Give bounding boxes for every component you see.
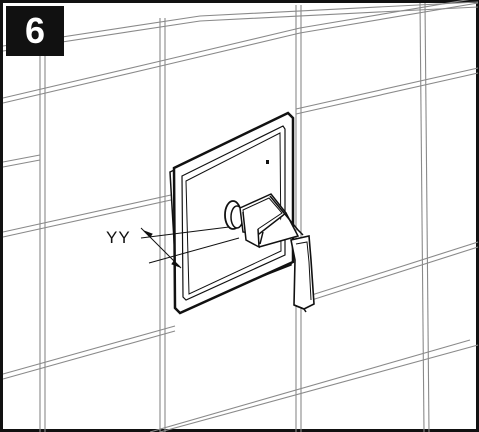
lever-handle-icon [224, 193, 315, 313]
indicator-mark [266, 160, 269, 164]
callout-line-lower [148, 237, 240, 264]
callout-line-upper [140, 226, 230, 239]
step-number-badge: 6 [6, 6, 64, 56]
callout-lines [140, 226, 240, 269]
callout-label-yy: YY [106, 228, 131, 247]
arrowhead-upper [143, 230, 153, 238]
arrowhead-lower [171, 260, 181, 268]
